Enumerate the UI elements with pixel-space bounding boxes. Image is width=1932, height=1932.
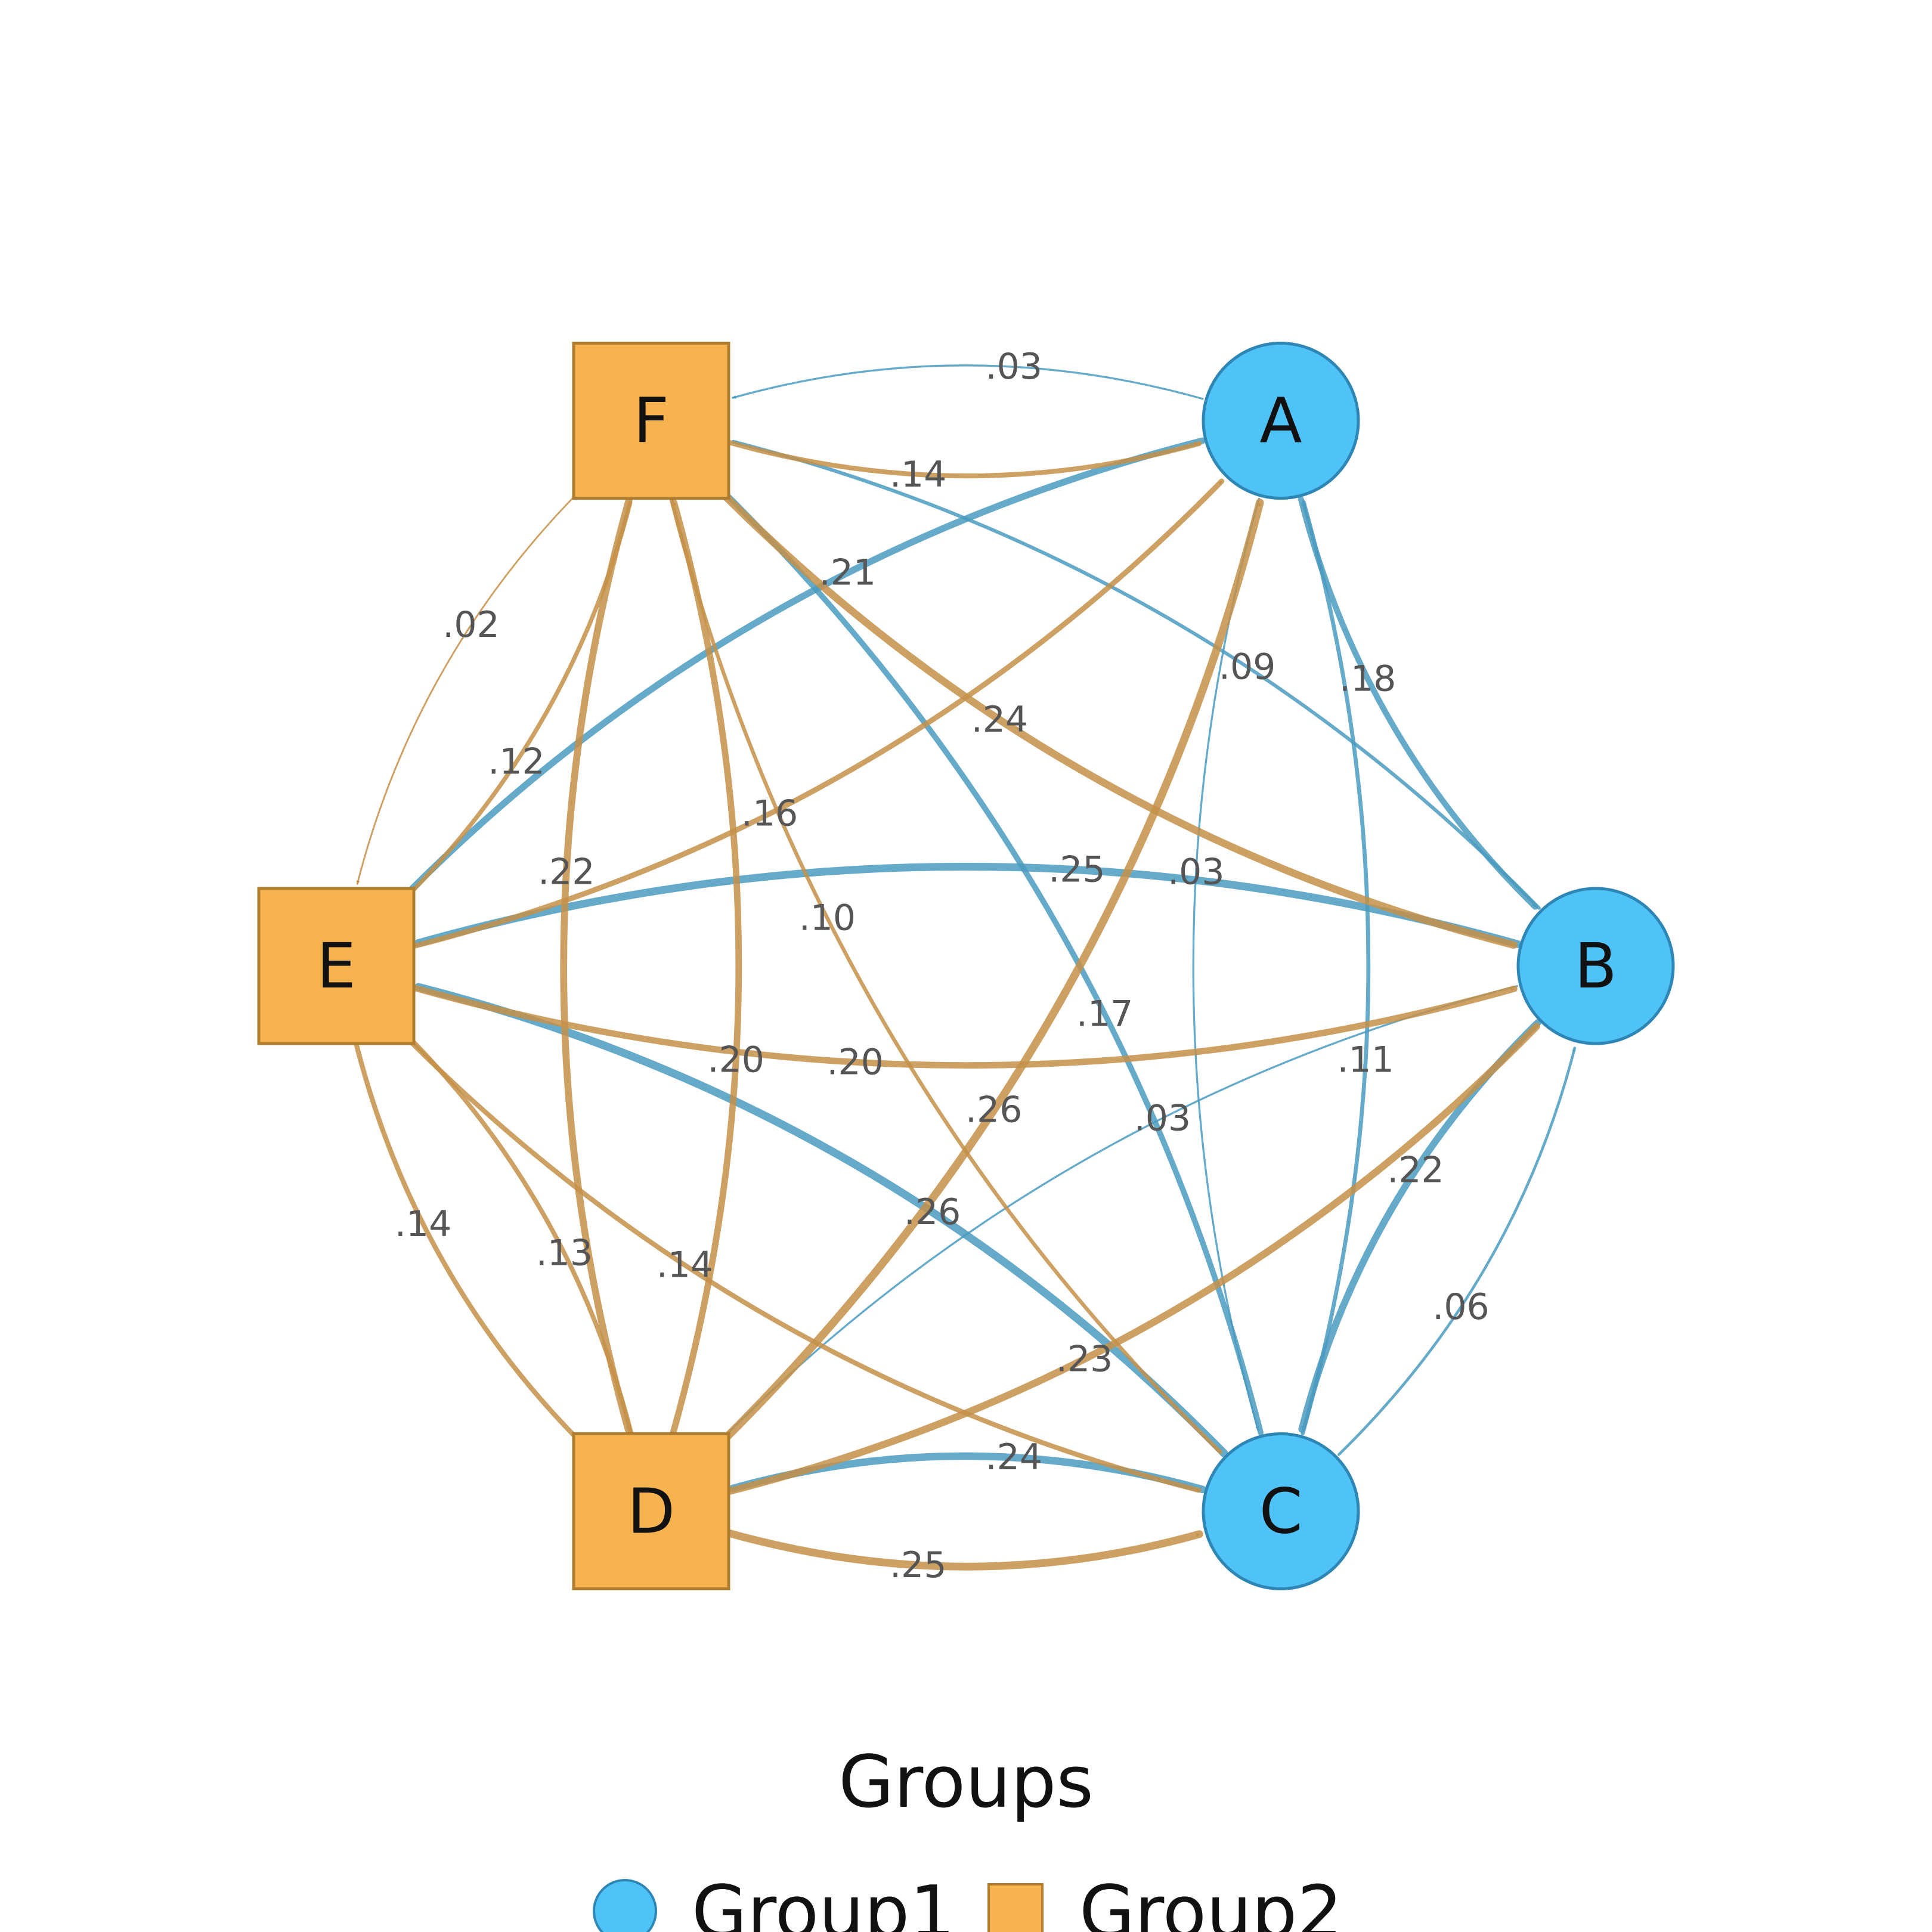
edge-B-D — [709, 985, 1518, 1452]
edge-label-D-F: .20 — [707, 1039, 764, 1081]
edge-labels-layer: .03 .21 .18 .03 .09 .25 .22 .03 .11 .06 .17 .26 .24.… — [395, 346, 1490, 1586]
edge-label-F-C: .10 — [799, 897, 856, 939]
edge-F-B — [704, 475, 1518, 949]
node-B-shape — [1516, 887, 1675, 1045]
node-F-label: F — [633, 385, 669, 457]
edge-label-B-D: .03 — [1134, 1097, 1191, 1139]
edge-D-A — [705, 499, 1264, 1459]
edge-A-C — [1192, 497, 1260, 1431]
edge-E-D — [354, 1042, 593, 1455]
edge-B-F — [731, 439, 1541, 910]
edge-label-C-E: .26 — [904, 1191, 961, 1233]
node-D-label: D — [627, 1475, 675, 1548]
edge-label-D-E: .13 — [536, 1233, 593, 1274]
node-C-label: C — [1259, 1475, 1303, 1548]
edge-label-F-E: .02 — [442, 604, 499, 646]
node-D-shape — [572, 1432, 730, 1590]
node-A-label: A — [1259, 385, 1302, 457]
edge-F-A — [726, 440, 1202, 479]
edge-label-E-C: .14 — [657, 1244, 713, 1286]
node-E-label: E — [317, 930, 356, 1002]
edge-label-C-F: .17 — [1076, 993, 1133, 1035]
edge-label-D-B: .23 — [1056, 1338, 1113, 1380]
edge-label-D-C: .25 — [890, 1544, 946, 1586]
edge-label-E-B: .20 — [826, 1041, 883, 1083]
edge-label-C-D: .24 — [986, 1436, 1042, 1478]
node-F: F — [572, 342, 730, 500]
edge-label-C-B: .06 — [1432, 1286, 1489, 1328]
edge-F-C — [669, 497, 1222, 1454]
edge-F-E — [356, 476, 595, 885]
edge-C-A — [1301, 500, 1371, 1435]
edge-E-A — [412, 478, 1225, 949]
edge-label-A-F: .03 — [986, 346, 1042, 388]
edge-E-F — [392, 500, 633, 912]
edge-label-A-E: .21 — [819, 552, 876, 594]
node-E-shape — [257, 887, 416, 1045]
edge-C-B — [1337, 1046, 1577, 1456]
node-F-shape — [572, 342, 730, 500]
edge-A-E — [392, 437, 1206, 909]
edge-label-F-D: .22 — [538, 851, 595, 893]
node-C-shape — [1202, 1432, 1360, 1590]
edge-E-B — [411, 984, 1518, 1069]
node-A-shape — [1202, 342, 1360, 500]
nodes-layer: A B C D E F — [257, 342, 1675, 1590]
edge-label-D-A: .26 — [965, 1089, 1022, 1131]
edge-label-A-C: .03 — [1168, 851, 1224, 893]
node-A: A — [1202, 342, 1360, 500]
node-D: D — [572, 1432, 730, 1590]
edge-label-E-A: .16 — [741, 793, 798, 835]
node-B-label: B — [1574, 930, 1617, 1002]
edge-label-F-B: .24 — [971, 699, 1028, 741]
edge-A-F — [732, 364, 1204, 400]
legend-item-group1: Group1 — [692, 1871, 955, 1932]
edge-B-C — [1298, 1019, 1541, 1433]
edge-F-D — [560, 495, 633, 1433]
edge-label-F-A: .14 — [890, 454, 946, 496]
legend-title: Groups — [838, 1741, 1094, 1824]
edge-D-C — [725, 1529, 1203, 1571]
edge-B-E — [414, 862, 1522, 948]
edge-label-B-E: .25 — [1048, 849, 1105, 891]
edge-E-C — [391, 1021, 1202, 1493]
edge-A-B — [1298, 496, 1538, 910]
edge-label-A-B: .18 — [1339, 658, 1396, 699]
edge-C-F — [708, 477, 1264, 1436]
edge-D-F — [670, 499, 742, 1436]
edge-label-B-C: .22 — [1387, 1150, 1444, 1191]
edges-layer — [354, 364, 1577, 1571]
legend-circle-icon — [593, 1879, 657, 1932]
legend: Groups Group1 Group2 — [593, 1741, 1343, 1932]
node-E: E — [257, 887, 416, 1045]
edge-C-E — [414, 983, 1228, 1457]
node-C: C — [1202, 1432, 1360, 1590]
edge-D-B — [726, 1023, 1540, 1495]
legend-square-icon — [987, 1883, 1044, 1932]
edge-label-C-A: .11 — [1337, 1039, 1394, 1081]
edge-label-B-F: .09 — [1219, 646, 1275, 688]
edge-label-E-D: .14 — [395, 1203, 451, 1245]
node-B: B — [1516, 887, 1675, 1045]
legend-item-group2: Group2 — [1079, 1871, 1343, 1932]
edge-label-E-F: .12 — [488, 741, 544, 783]
